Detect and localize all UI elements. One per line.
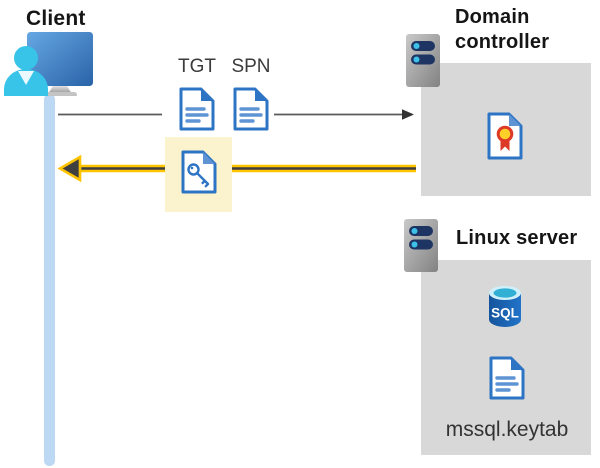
spn-label: SPN: [231, 56, 271, 77]
response-arrow-left-highlighted: [57, 154, 416, 183]
tgt-document-icon: [179, 87, 215, 131]
client-computer-icon: [4, 32, 93, 96]
domain-controller-title: Domain controller: [455, 6, 550, 53]
keytab-file-label: mssql.keytab: [445, 418, 569, 441]
keytab-document-icon: [489, 356, 525, 400]
sql-badge-text: SQL: [491, 306, 519, 321]
client-title: Client: [26, 7, 86, 30]
certificate-icon: [487, 112, 523, 160]
domain-controller-server-icon: [406, 34, 440, 87]
linux-server-title: Linux server: [456, 227, 578, 249]
key-document-icon: [181, 150, 217, 194]
sql-database-icon: SQL: [489, 286, 521, 327]
client-lifeline: [44, 94, 55, 466]
tgt-label: TGT: [178, 56, 216, 77]
spn-document-icon: [233, 87, 269, 131]
linux-server-icon: [404, 219, 438, 272]
